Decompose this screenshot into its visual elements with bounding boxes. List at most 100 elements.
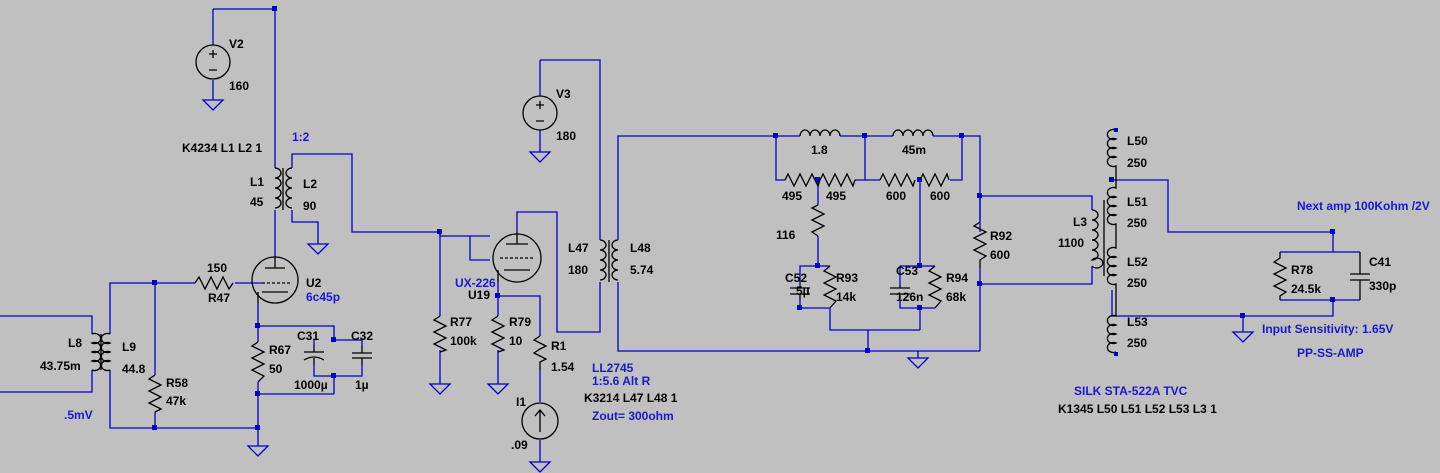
- voltage-source-v3[interactable]: [522, 95, 558, 131]
- ground-icon: [528, 151, 552, 163]
- label-v2: V2: [229, 37, 244, 51]
- current-source-i1[interactable]: [521, 402, 559, 440]
- value-c52: 5µ: [796, 284, 810, 298]
- capacitor-c31[interactable]: [303, 345, 325, 365]
- inductor-l50[interactable]: [1106, 128, 1118, 180]
- spice-directive-k4234: K4234 L1 L2 1: [182, 141, 262, 155]
- label-r77: R77: [450, 315, 472, 329]
- resistor-495-b[interactable]: [819, 172, 856, 188]
- resistor-r1[interactable]: [532, 335, 548, 370]
- resistor-r94[interactable]: [927, 265, 943, 309]
- value-l48: 5.74: [630, 263, 654, 277]
- output-impedance-label: Zout= 300ohm: [592, 409, 674, 423]
- resistor-116[interactable]: [810, 204, 826, 237]
- amp-name-label: PP-SS-AMP: [1297, 346, 1364, 360]
- triode-tube-u2[interactable]: [251, 256, 299, 304]
- value-l9: 44.8: [122, 362, 146, 376]
- label-i1: I1: [516, 395, 526, 409]
- value-r58: 47k: [166, 394, 186, 408]
- resistor-r47[interactable]: [194, 275, 234, 291]
- transformer-l8-l9[interactable]: [90, 332, 112, 372]
- label-l52: L52: [1127, 255, 1148, 269]
- value-r67: 50: [269, 362, 283, 376]
- capacitor-c32[interactable]: [352, 345, 372, 365]
- value-r47: 150: [207, 261, 227, 275]
- value-inductor-45m: 45m: [902, 143, 926, 157]
- junction-dots: [152, 6, 1335, 430]
- triode-tube-u19[interactable]: [492, 232, 542, 283]
- ground-icon: [306, 243, 330, 255]
- label-l53: L53: [1127, 315, 1148, 329]
- resistor-600-a[interactable]: [879, 172, 916, 188]
- label-c41: C41: [1369, 255, 1391, 269]
- label-r47: R47: [208, 291, 230, 305]
- ground-icon: [1231, 331, 1255, 343]
- label-c32: C32: [351, 329, 373, 343]
- text-labels: V2 160 V3 180 K4234 L1 L2 1 1:2 L1 45 L2…: [40, 37, 1430, 452]
- capacitor-c52[interactable]: [790, 285, 810, 300]
- value-r94: 68k: [946, 290, 966, 304]
- label-r93: R93: [836, 271, 858, 285]
- source-amplitude-label: .5mV: [64, 408, 93, 422]
- ground-icon: [201, 99, 225, 111]
- value-r92: 600: [990, 248, 1010, 262]
- wires: [0, 8, 1360, 462]
- label-c31: C31: [297, 329, 319, 343]
- voltage-source-v2[interactable]: [195, 44, 231, 80]
- value-l1: 45: [250, 195, 264, 209]
- label-r79: R79: [509, 315, 531, 329]
- spice-directive-k1345: K1345 L50 L51 L52 L53 L3 1: [1058, 402, 1217, 416]
- capacitor-c41[interactable]: [1350, 252, 1370, 300]
- transformer-model-label: LL2745: [592, 361, 634, 375]
- inductor-l51[interactable]: [1106, 180, 1118, 240]
- label-r94: R94: [946, 271, 968, 285]
- transformer-l1-l2[interactable]: [274, 167, 293, 210]
- label-c53: C53: [896, 264, 918, 278]
- label-l48: L48: [630, 241, 651, 255]
- label-l1: L1: [250, 175, 264, 189]
- resistor-r92[interactable]: [972, 221, 988, 268]
- transformer-l47-l48[interactable]: [599, 239, 619, 282]
- inductor-1-8[interactable]: [799, 129, 841, 137]
- value-l51: 250: [1127, 216, 1147, 230]
- value-i1: .09: [511, 438, 528, 452]
- resistor-r78[interactable]: [1272, 252, 1288, 300]
- resistor-r77[interactable]: [432, 315, 448, 353]
- label-l47: L47: [568, 241, 589, 255]
- label-l8: L8: [68, 336, 82, 350]
- label-l51: L51: [1127, 195, 1148, 209]
- resistor-r67[interactable]: [250, 341, 266, 383]
- resistor-r93[interactable]: [822, 265, 838, 309]
- resistor-r58[interactable]: [147, 374, 163, 413]
- label-v3: V3: [556, 87, 571, 101]
- resistor-600-b[interactable]: [919, 172, 950, 188]
- resistor-r79[interactable]: [490, 315, 506, 353]
- resistor-495-a[interactable]: [784, 172, 821, 188]
- inductor-45m[interactable]: [892, 129, 934, 137]
- ground-icon: [246, 445, 270, 457]
- value-v3: 180: [556, 129, 576, 143]
- value-l47: 180: [568, 263, 588, 277]
- value-r93: 14k: [836, 290, 856, 304]
- value-c41: 330p: [1369, 279, 1396, 293]
- capacitor-c53[interactable]: [890, 285, 910, 300]
- label-l9: L9: [122, 340, 136, 354]
- value-resistor-116: 116: [776, 228, 796, 242]
- label-r78: R78: [1291, 263, 1313, 277]
- spice-directive-k3214: K3214 L47 L48 1: [584, 391, 678, 405]
- ground-icon: [486, 383, 510, 395]
- value-inductor-1-8: 1.8: [811, 143, 828, 157]
- value-c31: 1000µ: [294, 378, 328, 392]
- inductor-l52[interactable]: [1106, 240, 1118, 300]
- value-l3: 1100: [1058, 236, 1084, 250]
- value-l50: 250: [1127, 156, 1147, 170]
- value-c32: 1µ: [355, 378, 369, 392]
- type-u19: UX-226: [455, 276, 496, 290]
- label-r92: R92: [990, 229, 1012, 243]
- transformer-l3[interactable]: [1090, 200, 1105, 276]
- label-u2: U2: [306, 276, 322, 290]
- label-c52: C52: [785, 271, 807, 285]
- label-r67: R67: [269, 343, 291, 357]
- inductor-l53[interactable]: [1106, 300, 1118, 354]
- value-l8: 43.75m: [40, 359, 81, 373]
